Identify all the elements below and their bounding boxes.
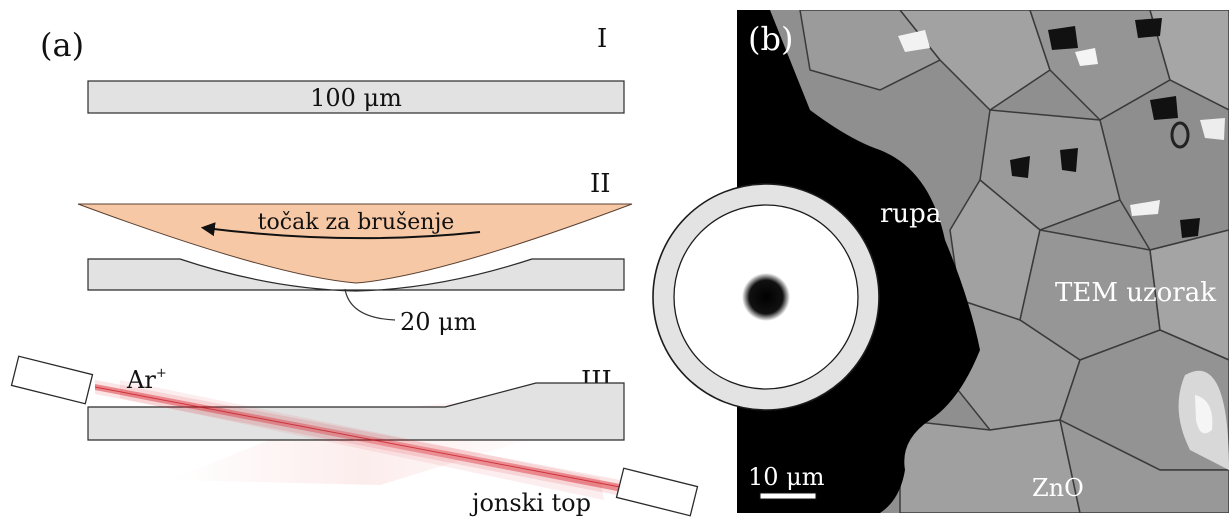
material-label: ZnO (1032, 474, 1084, 502)
panel-b-label: (b) (748, 20, 793, 58)
ion-beam (94, 380, 622, 500)
rotation-arrow (200, 222, 481, 240)
tem-sample-disc (652, 183, 880, 411)
sample-slab-flat (87, 80, 625, 114)
grinding-wheel (77, 203, 633, 284)
dimple-depth-label: 20 μm (400, 308, 477, 336)
ion-gun-left (10, 355, 94, 405)
scale-bar-label: 10 μm (748, 463, 825, 491)
sample-slab-thinned (87, 382, 625, 441)
thickness-label: 100 μm (310, 84, 402, 112)
ion-gun-right (615, 467, 699, 517)
step-label-1: I (597, 24, 607, 54)
grain-texture (799, 10, 1229, 513)
panel-a-label: (a) (40, 26, 84, 64)
panel-a: (a) I 100 μm II točak za brušenje 20 μm … (10, 24, 699, 517)
wheel-label: točak za brušenje (258, 210, 455, 235)
scale-bar (759, 492, 817, 500)
hole-label: rupa (880, 199, 941, 229)
thinned-spot (742, 273, 790, 321)
sample-slab-dimpled (87, 258, 625, 292)
step-label-2: II (590, 169, 611, 199)
dimple-leader-line (344, 288, 396, 321)
ion-label: Ar+ (126, 366, 167, 394)
ion-gun-label: jonski top (469, 489, 591, 517)
sample-label: TEM uzorak (1055, 278, 1216, 308)
